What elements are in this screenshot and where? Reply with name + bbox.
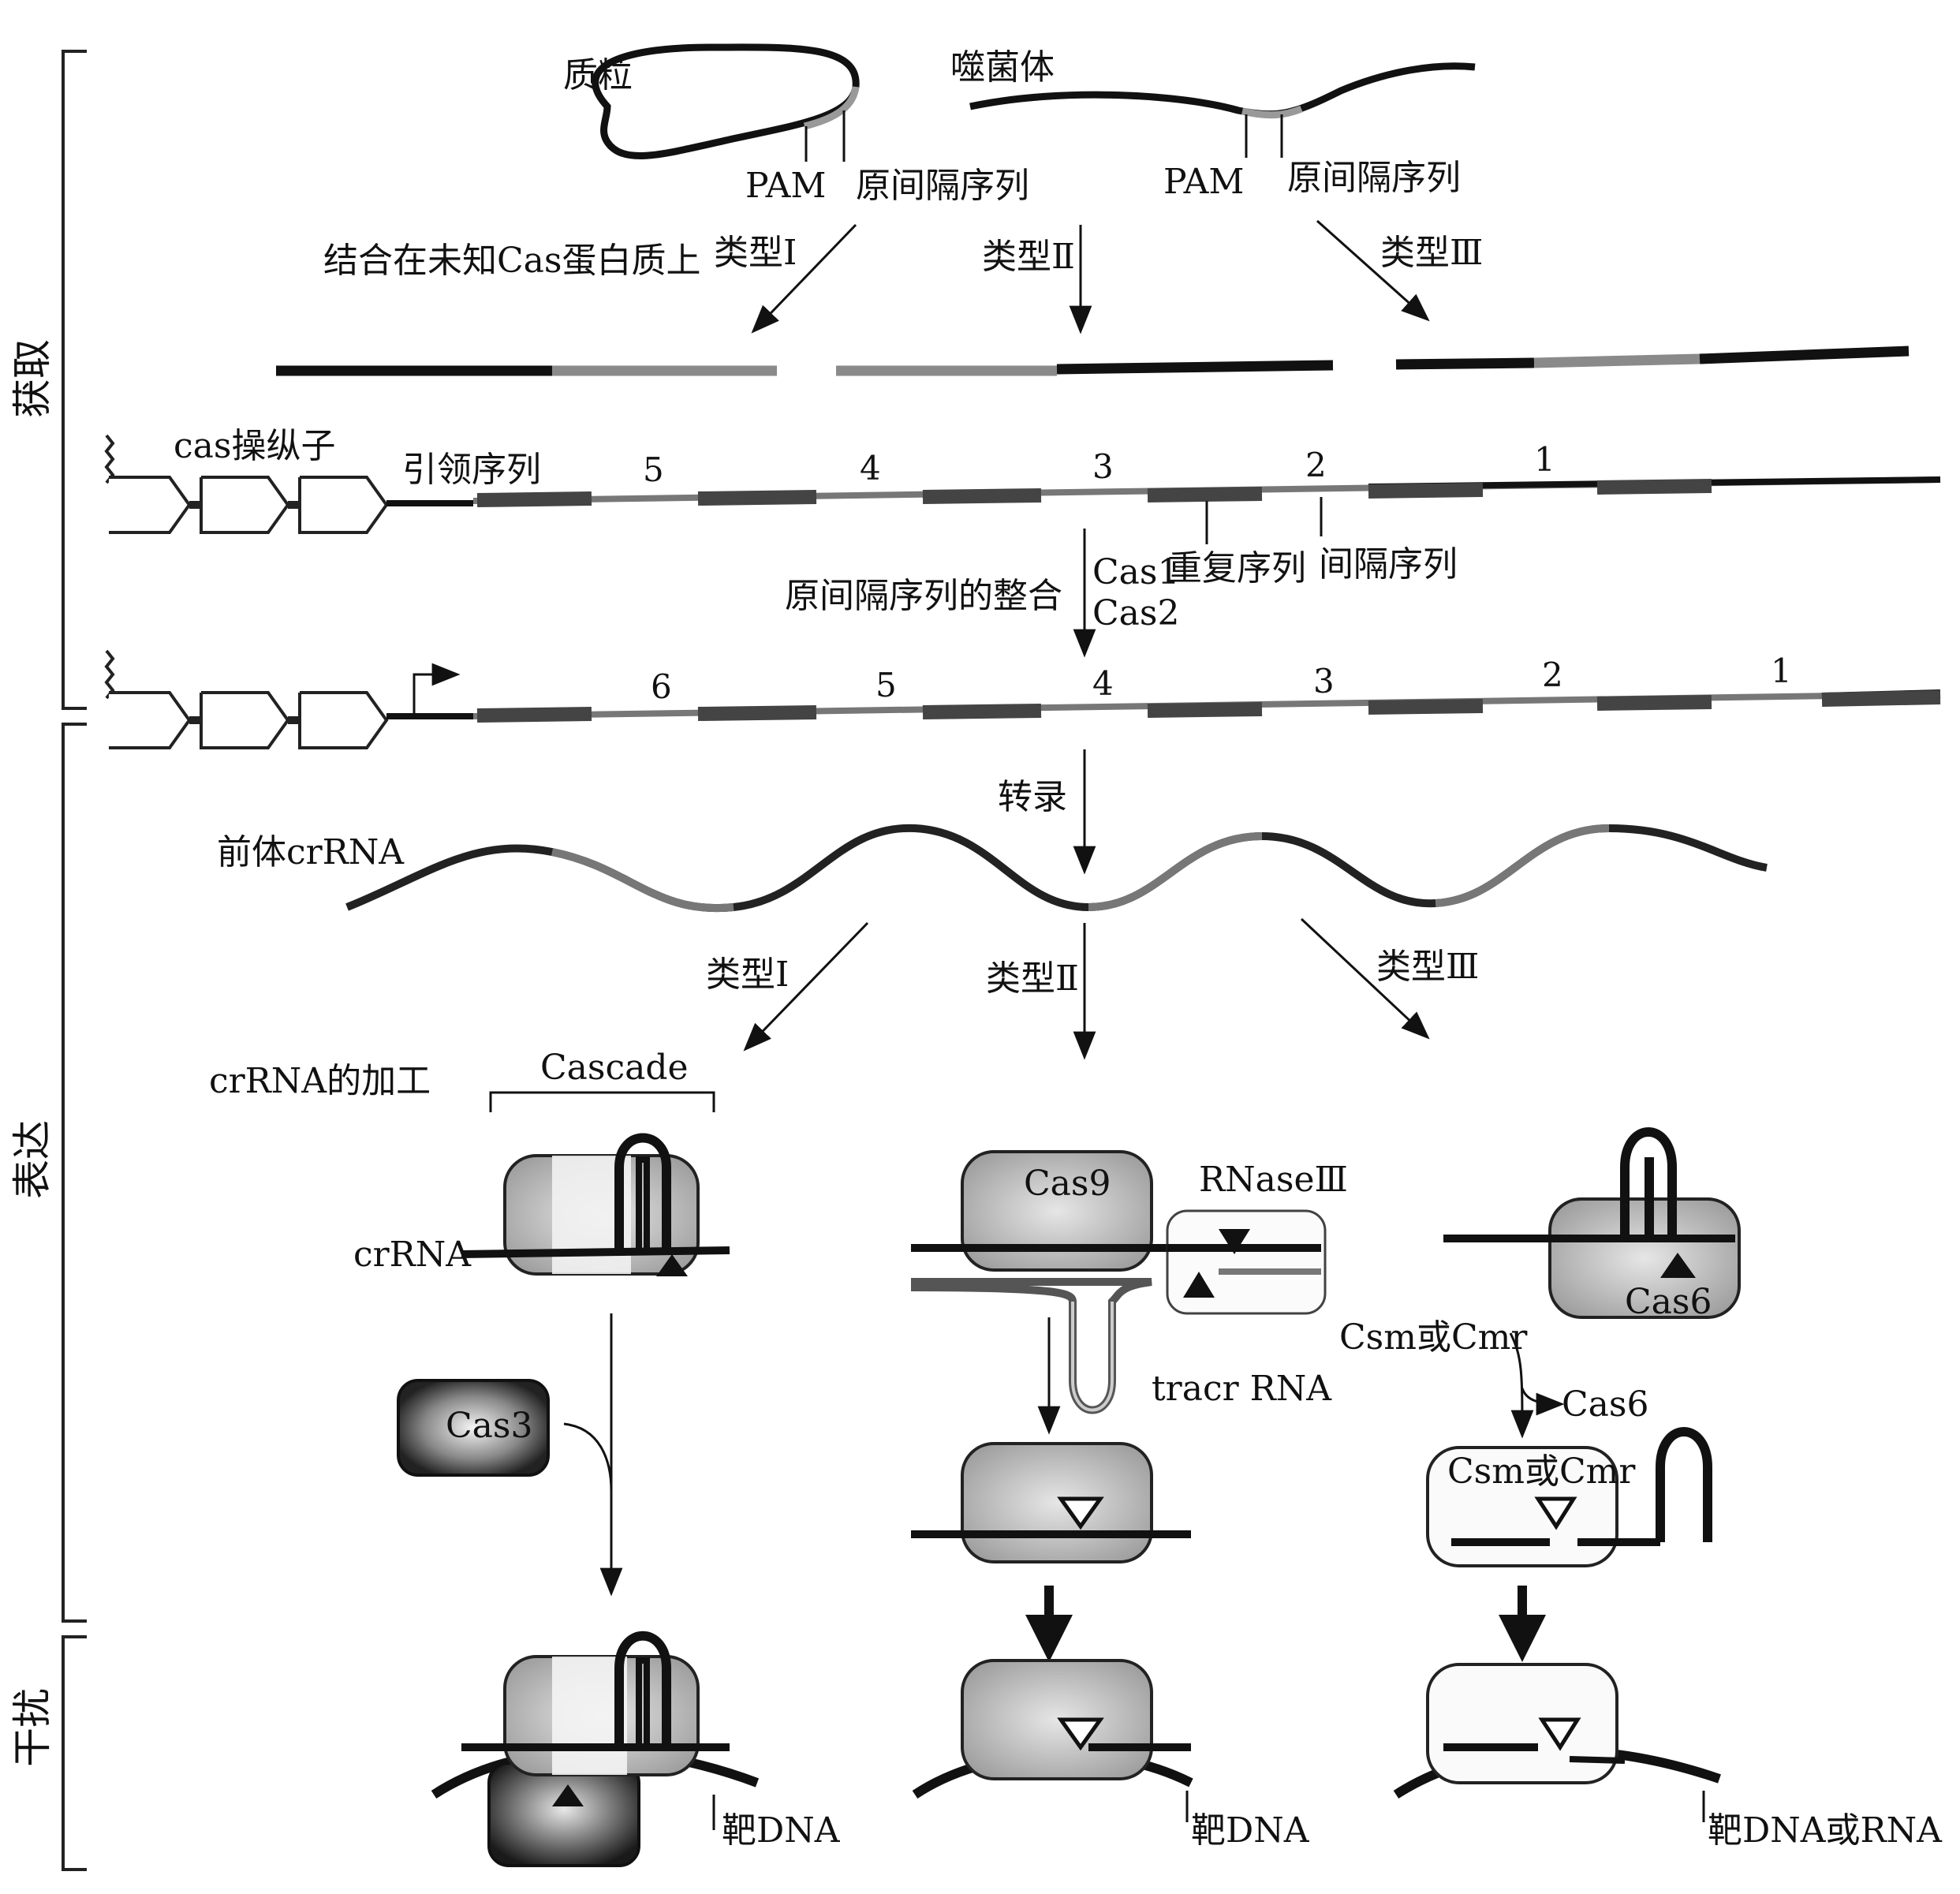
spacer-numbers-after: 6 5 4 3 2 1 [651, 652, 1792, 706]
cas-operon-after [104, 649, 389, 749]
spacer-label: 间隔序列 [1319, 544, 1458, 585]
cascade-bracket [489, 1091, 715, 1112]
protospacer-fragments [276, 346, 1910, 376]
cas6-label: Cas6 [1625, 1282, 1712, 1322]
cas6-complex [1443, 1127, 1741, 1319]
type2-label-exp: 类型Ⅱ [986, 958, 1079, 999]
svg-text:1: 1 [1534, 440, 1555, 479]
leader-label: 引领序列 [402, 450, 541, 490]
svg-text:4: 4 [1092, 664, 1114, 703]
phage-dna [969, 62, 1476, 158]
crispr-array-after [386, 689, 1941, 723]
type2-label-acq: 类型Ⅱ [982, 237, 1075, 277]
type3-interference [1393, 1663, 1721, 1822]
cas6-release-label: Cas6 [1562, 1384, 1648, 1425]
plasmid-label: 质粒 [563, 55, 633, 95]
protospacer-label-phage: 原间隔序列 [1287, 158, 1461, 198]
acquisition-arrows [751, 219, 1430, 334]
cas9-crrna-complex [911, 1442, 1191, 1563]
spacer-numbers-before: 5 4 3 2 1 [643, 440, 1555, 489]
phage-label: 噬菌体 [950, 47, 1055, 88]
cascade-label: Cascade [540, 1048, 689, 1088]
svg-text:2: 2 [1542, 656, 1563, 694]
type3-arrows [1509, 1332, 1565, 1439]
rnase3-label: RNaseⅢ [1199, 1160, 1348, 1200]
csm-cmr-complex [1426, 1427, 1712, 1567]
svg-text:5: 5 [875, 666, 897, 704]
transcription-label: 转录 [998, 777, 1067, 817]
type1-interference [431, 1631, 760, 1867]
pam-label-phage: PAM [1163, 162, 1244, 202]
promoter-arrow [413, 663, 461, 714]
pre-crrna-label: 前体crRNA [217, 832, 405, 872]
csm-cmr-label-1: Csm或Cmr [1339, 1317, 1528, 1358]
svg-text:6: 6 [651, 667, 672, 706]
type1-label-exp: 类型Ⅰ [706, 954, 789, 995]
target-dna-label-1: 靶DNA [722, 1810, 841, 1851]
cas3-label: Cas3 [446, 1406, 532, 1446]
repeat-label: 重复序列 [1167, 548, 1306, 588]
cas1-label: Cas1 [1092, 552, 1179, 592]
svg-text:1: 1 [1771, 652, 1792, 690]
integration-label: 原间隔序列的整合 [785, 576, 1062, 616]
target-dna-label-2: 靶DNA [1191, 1810, 1310, 1851]
cas9-label: Cas9 [1024, 1164, 1111, 1204]
plasmid [592, 43, 860, 162]
crispr-array-before [386, 476, 1941, 507]
section-label-interference: 干扰 [9, 1688, 55, 1767]
svg-text:3: 3 [1313, 662, 1335, 700]
type3-label-exp: 类型Ⅲ [1376, 947, 1479, 987]
cas3-protein [397, 1379, 613, 1492]
cascade-complex [461, 1133, 730, 1276]
section-label-acquisition: 获取 [9, 339, 55, 418]
svg-text:3: 3 [1092, 447, 1114, 486]
pre-crrna-strand [345, 824, 1768, 913]
cas-operon-label: cas操纵子 [174, 426, 335, 466]
protospacer-label-plasmid: 原间隔序列 [856, 166, 1029, 206]
target-dna-rna-label: 靶DNA或RNA [1708, 1810, 1943, 1851]
cas2-label: Cas2 [1092, 593, 1179, 633]
type3-label-acq: 类型Ⅲ [1380, 233, 1483, 273]
type2-interference [912, 1659, 1193, 1822]
crrna-label: crRNA [353, 1235, 472, 1275]
svg-text:4: 4 [860, 449, 881, 488]
section-brackets [62, 50, 87, 1871]
csm-cmr-label-2: Csm或Cmr [1447, 1451, 1636, 1492]
crrna-processing-label: crRNA的加工 [209, 1061, 431, 1101]
tracr-label: tracr RNA [1152, 1369, 1332, 1409]
cas-operon-before [104, 434, 389, 534]
section-label-expression: 表达 [9, 1120, 55, 1199]
pam-label-plasmid: PAM [745, 166, 826, 206]
unknown-cas-label: 结合在未知Cas蛋白质上 [323, 241, 700, 281]
svg-text:5: 5 [643, 450, 664, 489]
expression-arrows [743, 917, 1430, 1060]
cas9-complex [910, 1150, 1327, 1414]
type1-label-acq: 类型Ⅰ [714, 233, 797, 273]
svg-text:2: 2 [1305, 446, 1327, 484]
